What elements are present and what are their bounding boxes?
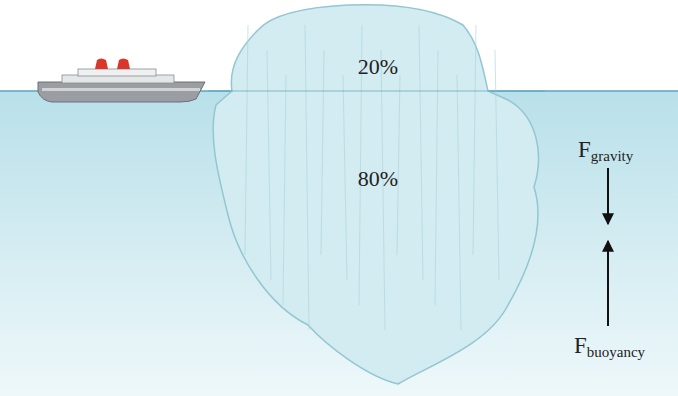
ship-hull xyxy=(38,82,205,102)
force-label: Fgravity xyxy=(578,138,633,164)
water-line xyxy=(208,90,545,91)
ice-texture xyxy=(305,25,309,330)
ice-texture xyxy=(495,50,499,280)
iceberg-shape: 20% 80% xyxy=(208,5,545,387)
ice-texture xyxy=(435,50,438,305)
ice-texture xyxy=(457,75,461,330)
percentage-label: 20% xyxy=(358,54,398,80)
ice-texture xyxy=(321,50,324,255)
ice-texture xyxy=(267,50,271,280)
force-label: Fbuoyancy xyxy=(574,334,645,360)
ice-texture xyxy=(419,25,423,280)
ice-texture xyxy=(283,75,286,305)
ice-texture xyxy=(397,75,400,255)
ship-funnel xyxy=(117,59,130,70)
ice-texture xyxy=(473,25,476,255)
iceberg-body xyxy=(213,5,538,384)
buoyancy-arrow xyxy=(607,241,609,326)
ice-texture xyxy=(245,25,248,255)
ship-stripe xyxy=(42,88,200,91)
percentage-label: 80% xyxy=(358,166,398,192)
ship-illustration xyxy=(38,59,205,103)
gravity-arrow xyxy=(607,168,609,224)
ship-deck xyxy=(78,69,156,76)
ship-funnel xyxy=(95,59,108,70)
ice-texture xyxy=(343,75,347,280)
